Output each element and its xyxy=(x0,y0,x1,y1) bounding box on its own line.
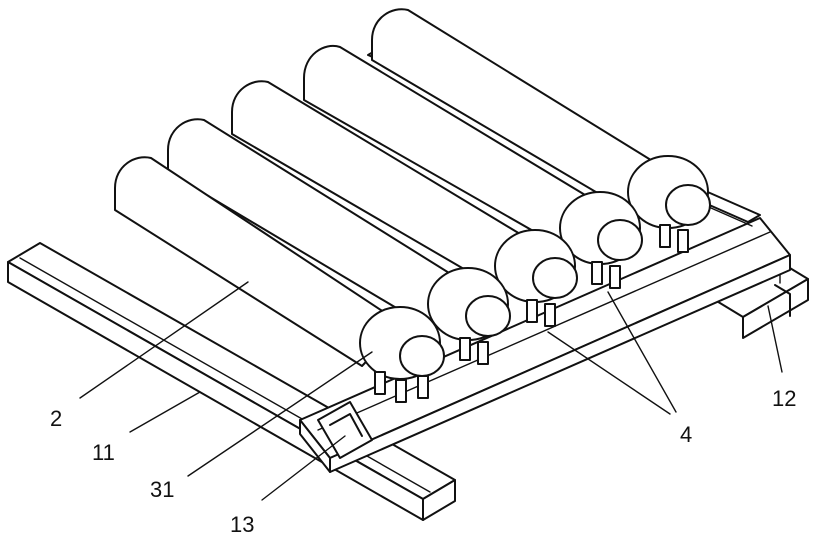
label-11: 11 xyxy=(92,440,115,465)
label-4: 4 xyxy=(680,422,692,447)
label-31: 31 xyxy=(150,477,174,502)
label-12: 12 xyxy=(772,386,796,411)
label-2: 2 xyxy=(50,406,62,431)
label-13: 13 xyxy=(230,512,254,537)
